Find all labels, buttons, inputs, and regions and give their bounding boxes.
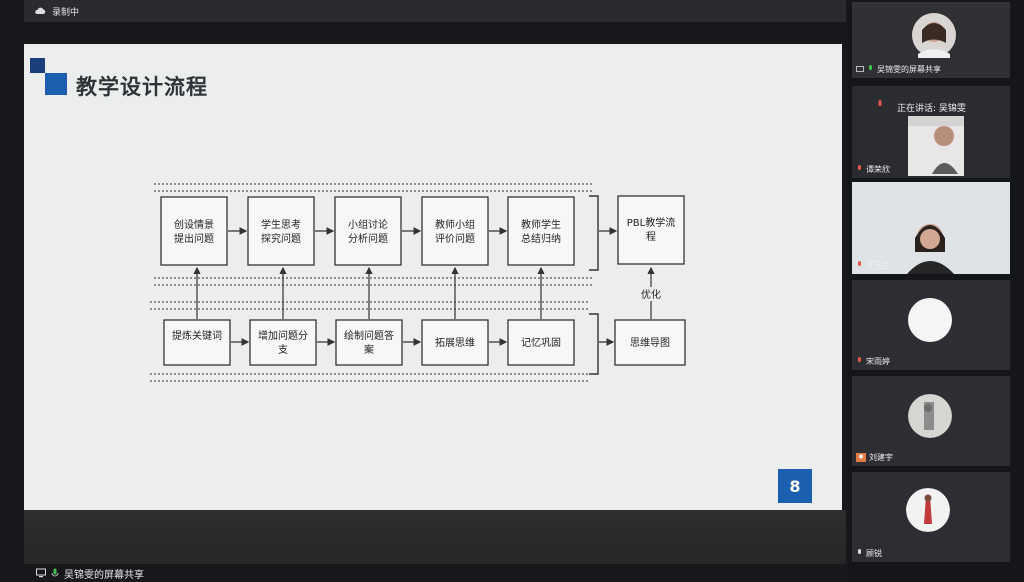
top-step-3: 小组讨论 分析问题 [334, 196, 402, 266]
participant-tile-5[interactable]: 刘建宇 [852, 376, 1010, 466]
top-step-2: 学生思考 探究问题 [247, 196, 315, 266]
bottom-step-2-line2: 支 [278, 344, 288, 356]
participant-tile-6[interactable]: 顾锐 [852, 472, 1010, 562]
bottom-result-box: 思维导图 [614, 319, 686, 366]
participant-name: 任玉兰 [856, 260, 890, 271]
bottom-step-1-line1: 提炼关键词 [172, 329, 222, 342]
camera-feed [852, 8, 1010, 78]
bottom-step-3-line2: 案 [364, 343, 374, 356]
mic-muted-icon [858, 357, 861, 362]
bottom-step-1: 提炼关键词 [163, 319, 231, 366]
cloud-record-icon [35, 7, 46, 14]
camera-feed [852, 86, 1010, 178]
user-icon [856, 453, 866, 462]
top-step-1-line2: 提出问题 [174, 232, 214, 245]
top-step-4: 教师小组 评价问题 [421, 196, 489, 266]
participant-name: 宋雨婷 [856, 356, 890, 367]
top-step-4-line2: 评价问题 [435, 232, 475, 245]
bottom-step-4-line1: 拓展思维 [435, 336, 475, 349]
bottom-step-2: 增加问题分 支 [249, 319, 317, 366]
top-step-4-line1: 教师小组 [435, 218, 475, 231]
mic-on-icon [869, 65, 872, 70]
bottom-step-3-line1: 绘制问题答 [344, 329, 394, 342]
flow-diagram: 创设情景 提出问题 学生思考 探究问题 小组讨论 分析问题 教师小组 评价问题 … [150, 183, 686, 382]
screen-share-label: 吴锦雯的屏幕共享 [36, 565, 144, 581]
bottom-strip [24, 510, 846, 564]
mic-on-icon [51, 568, 59, 577]
slide-title: 教学设计流程 [76, 75, 208, 99]
bottom-step-3: 绘制问题答 案 [335, 319, 403, 366]
top-step-5: 教师学生 总结归纳 [507, 196, 575, 266]
shared-slide: 教学设计流程 创设情景 提出问题 [24, 44, 842, 510]
bottom-step-5-line1: 记忆巩固 [521, 336, 561, 349]
top-result-box: PBL教学流 程 [617, 195, 685, 265]
top-step-1: 创设情景 提出问题 [160, 196, 228, 266]
mic-muted-icon [858, 165, 861, 170]
screen-share-icon [856, 66, 864, 72]
participant-tile-1[interactable]: 吴锦雯的屏幕共享 [852, 2, 1010, 78]
mic-icon [858, 549, 861, 554]
top-step-5-line2: 总结归纳 [521, 232, 561, 245]
recording-bar: 录制中 [24, 0, 846, 22]
top-step-5-line1: 教师学生 [521, 218, 561, 231]
avatar [906, 488, 950, 532]
participant-tile-2[interactable]: 正在讲话: 吴锦雯 谭荣欣 [852, 86, 1010, 178]
participant-name: 吴锦雯的屏幕共享 [856, 64, 941, 75]
bottom-step-5: 记忆巩固 [507, 319, 575, 366]
mic-speaking-icon [878, 100, 882, 106]
screen-share-icon [36, 568, 46, 578]
avatar [908, 394, 952, 438]
participant-name: 刘建宇 [856, 452, 893, 463]
camera-feed [852, 182, 1010, 274]
top-step-2-line1: 学生思考 [261, 218, 301, 231]
top-step-3-line2: 分析问题 [348, 232, 388, 245]
top-step-1-line1: 创设情景 [174, 218, 214, 231]
top-step-3-line1: 小组讨论 [348, 218, 388, 231]
optimize-label: 优化 [641, 288, 661, 301]
participant-tile-3[interactable]: 任玉兰 [852, 182, 1010, 274]
top-result-line2: 程 [646, 231, 656, 243]
top-step-2-line2: 探究问题 [261, 232, 301, 245]
avatar [908, 298, 952, 342]
title-decoration-icon [30, 58, 67, 95]
participant-name: 谭荣欣 [856, 164, 890, 175]
screen-share-name: 吴锦雯的屏幕共享 [64, 569, 144, 581]
recording-status: 录制中 [52, 7, 80, 18]
participant-name: 顾锐 [856, 548, 882, 559]
speaking-indicator: 正在讲话: 吴锦雯 [897, 104, 966, 114]
page-number-badge: 8 [778, 469, 812, 503]
bottom-step-4: 拓展思维 [421, 319, 489, 366]
bottom-step-2-line1: 增加问题分 [258, 329, 308, 342]
participant-tile-4[interactable]: 宋雨婷 [852, 280, 1010, 370]
mic-muted-icon [858, 261, 861, 266]
top-result-line1: PBL教学流 [627, 216, 675, 229]
bottom-result-line1: 思维导图 [630, 336, 670, 349]
